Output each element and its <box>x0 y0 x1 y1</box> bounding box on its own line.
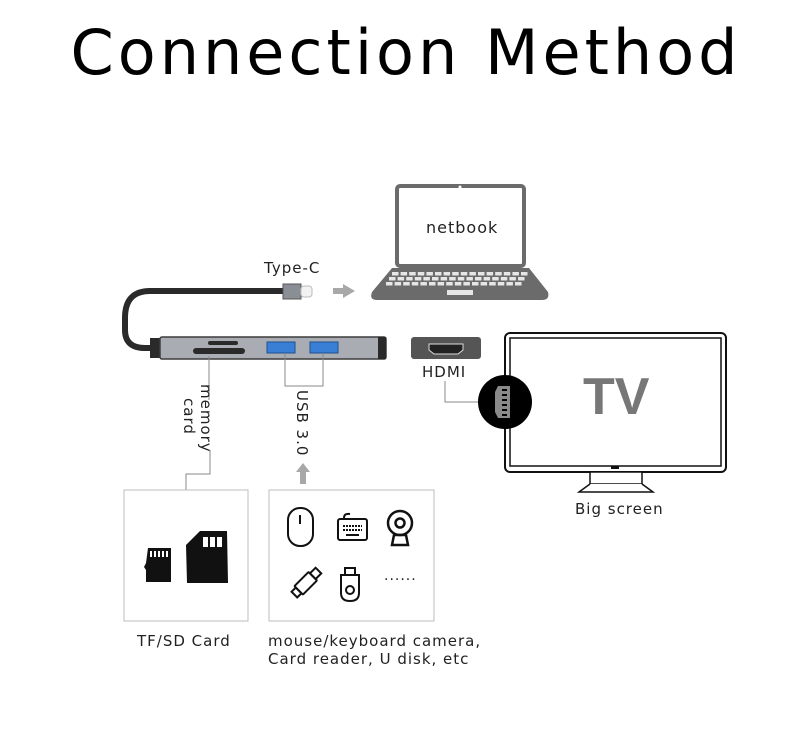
micro-sd-card-icon <box>144 548 171 582</box>
webcam-icon <box>386 509 414 547</box>
page-title: Connection Method <box>70 16 742 89</box>
laptop-key <box>400 272 408 276</box>
arrow-right-icon <box>333 284 355 298</box>
usb-flash-drive-icon <box>290 566 323 599</box>
arrow-up-icon <box>296 463 310 484</box>
laptop-key <box>446 282 453 286</box>
laptop-key <box>437 282 445 286</box>
hdmi-port-icon <box>478 375 532 429</box>
laptop-key <box>454 282 462 286</box>
laptop-key <box>515 282 522 286</box>
laptop-key <box>394 282 402 286</box>
hdmi-port <box>411 337 481 359</box>
laptop-key <box>521 272 528 276</box>
laptop-key <box>492 277 499 281</box>
sd-card-icon <box>186 531 228 583</box>
netbook-label: netbook <box>426 218 499 237</box>
laptop-key <box>452 272 459 276</box>
laptop-key <box>489 282 496 286</box>
laptop-key <box>503 272 511 276</box>
laptop-key <box>457 277 465 281</box>
usb-hub <box>150 336 387 360</box>
keyboard-icon <box>337 512 368 541</box>
big-screen-label: Big screen <box>575 500 664 518</box>
laptop-key <box>497 282 505 286</box>
laptop-key <box>397 277 405 281</box>
laptop-key <box>426 272 433 276</box>
tv-label: TV <box>583 368 650 426</box>
laptop-key <box>518 277 525 281</box>
tf-card-slot <box>208 341 238 345</box>
laptop-key <box>435 272 442 276</box>
laptop-key <box>409 272 416 276</box>
laptop-key <box>417 272 425 276</box>
laptop-key <box>432 277 439 281</box>
sd-card-slot <box>193 348 245 354</box>
laptop-key <box>500 277 508 281</box>
u-disk-icon <box>340 567 360 603</box>
laptop-key <box>449 277 456 281</box>
laptop-key <box>429 282 436 286</box>
laptop-key <box>478 272 485 276</box>
peripherals-label-line2: Card reader, U disk, etc <box>268 650 470 668</box>
laptop-key <box>475 277 482 281</box>
usb-port-1 <box>266 341 296 354</box>
laptop-key <box>463 282 470 286</box>
laptop-key <box>509 277 516 281</box>
type-c-label: Type-C <box>264 259 321 277</box>
laptop-key <box>386 282 393 286</box>
usb-3-label: USB 3.0 <box>293 390 311 457</box>
laptop-key <box>469 272 476 276</box>
laptop-key <box>466 277 473 281</box>
cable <box>122 288 283 351</box>
laptop-key <box>423 277 430 281</box>
laptop-key <box>460 272 468 276</box>
laptop-key <box>403 282 410 286</box>
peripherals-label-line1: mouse/keyboard camera, <box>268 632 482 650</box>
usb-port-2 <box>309 341 339 354</box>
laptop-key <box>406 277 413 281</box>
laptop-icon <box>371 184 549 300</box>
laptop-key <box>392 272 399 276</box>
laptop-key <box>483 277 491 281</box>
laptop-key <box>495 272 502 276</box>
laptop-key <box>420 282 427 286</box>
laptop-key <box>480 282 488 286</box>
tf-sd-card-label: TF/SD Card <box>137 632 231 650</box>
memory-card-label-line2: card <box>180 398 198 435</box>
laptop-key <box>486 272 494 276</box>
laptop-key <box>414 277 422 281</box>
hdmi-label: HDMI <box>422 363 467 381</box>
type-c-connector <box>282 283 313 300</box>
laptop-key <box>389 277 396 281</box>
ellipsis-text: ...... <box>384 568 417 584</box>
laptop-key <box>411 282 419 286</box>
memory-card-label-line1: memory <box>197 384 215 453</box>
laptop-key <box>440 277 448 281</box>
laptop-key <box>472 282 479 286</box>
card-box <box>123 489 249 622</box>
mouse-icon <box>287 507 314 547</box>
laptop-key <box>506 282 513 286</box>
laptop-key <box>512 272 519 276</box>
laptop-key <box>443 272 451 276</box>
